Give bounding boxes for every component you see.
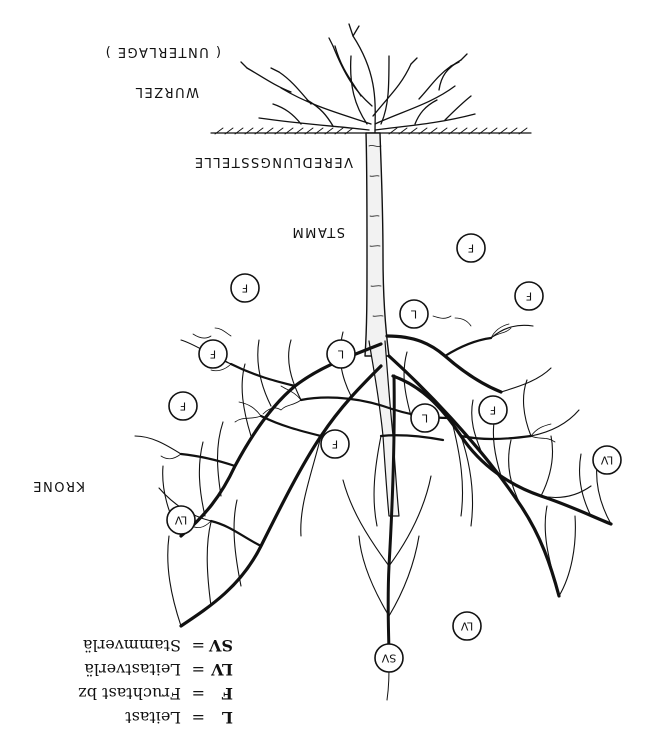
legend-row: SV = Stammverlä bbox=[82, 636, 233, 655]
f-label: F bbox=[526, 290, 532, 303]
legend: L = Leitast F = Fruchtast bz LV = Leitas… bbox=[78, 636, 233, 727]
rootstock-label: ( UNTERLAGE ) bbox=[104, 44, 221, 59]
f-marker: F bbox=[231, 274, 259, 302]
legend-key: F bbox=[221, 684, 233, 703]
legend-separator: = bbox=[192, 660, 205, 679]
f-label: F bbox=[468, 242, 474, 255]
legend-row: L = Leitast bbox=[125, 708, 233, 727]
sv-label: SV bbox=[381, 652, 396, 665]
legend-key: SV bbox=[208, 636, 233, 655]
l-marker: L bbox=[400, 300, 428, 328]
legend-text: Fruchtast bz bbox=[78, 684, 181, 703]
f-marker: F bbox=[169, 392, 197, 420]
legend-text: Stammverlä bbox=[82, 636, 181, 655]
sv-marker: SV bbox=[375, 644, 403, 672]
f-marker: F bbox=[457, 234, 485, 262]
f-marker: F bbox=[321, 430, 349, 458]
part-labels: ( UNTERLAGE ) WURZEL VEREDLUNGSSTELLE ST… bbox=[32, 44, 353, 493]
graft-point-label: VEREDLUNGSSTELLE bbox=[193, 154, 353, 169]
legend-row: LV = Leitastverlä bbox=[84, 660, 233, 679]
f-label: F bbox=[180, 400, 186, 413]
l-marker: L bbox=[411, 404, 439, 432]
l-marker: L bbox=[327, 340, 355, 368]
lv-label: LV bbox=[600, 454, 613, 467]
legend-row: F = Fruchtast bz bbox=[78, 684, 233, 703]
l-label: L bbox=[337, 348, 344, 361]
legend-separator: = bbox=[192, 636, 205, 655]
trunk-label: STAMM bbox=[291, 224, 345, 239]
roots bbox=[241, 24, 475, 133]
crown-twigs bbox=[135, 325, 611, 626]
root-label: WURZEL bbox=[134, 84, 199, 99]
f-marker: F bbox=[515, 282, 543, 310]
legend-key: L bbox=[222, 708, 233, 727]
lv-label: LV bbox=[174, 514, 187, 527]
legend-key: LV bbox=[211, 660, 233, 679]
f-label: F bbox=[242, 282, 248, 295]
f-marker: F bbox=[199, 340, 227, 368]
f-marker: F bbox=[479, 396, 507, 424]
lv-marker: LV bbox=[453, 612, 481, 640]
lv-label: LV bbox=[460, 620, 473, 633]
f-label: F bbox=[210, 348, 216, 361]
l-label: L bbox=[421, 412, 428, 425]
legend-separator: = bbox=[192, 708, 205, 727]
legend-text: Leitastverlä bbox=[84, 660, 181, 679]
f-label: F bbox=[332, 438, 338, 451]
lv-marker: LV bbox=[593, 446, 621, 474]
crown-label: KRONE bbox=[32, 478, 85, 493]
legend-text: Leitast bbox=[125, 708, 181, 727]
legend-separator: = bbox=[192, 684, 205, 703]
lv-marker: LV bbox=[167, 506, 195, 534]
f-label: F bbox=[490, 404, 496, 417]
l-label: L bbox=[410, 308, 417, 321]
